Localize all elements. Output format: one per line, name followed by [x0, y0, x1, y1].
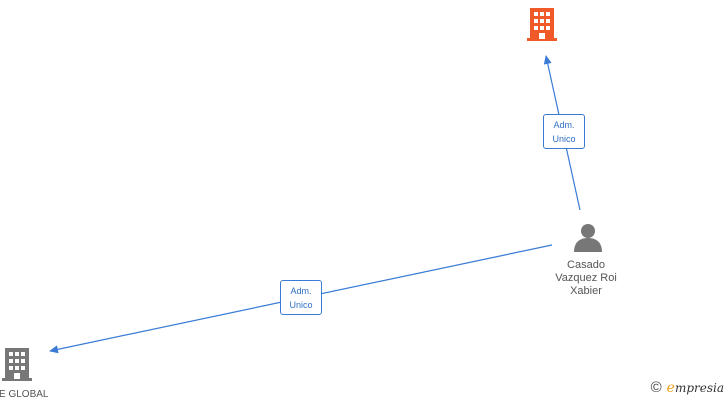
edge-label-admin-top[interactable]: Adm. Unico — [543, 114, 585, 149]
person-name-line: Xabier — [570, 285, 602, 297]
edge-label-admin-bottom[interactable]: Adm. Unico — [280, 280, 322, 315]
person-name[interactable]: Casado Vazquez Roi Xabier — [542, 259, 630, 298]
person-name-line: Casado — [567, 259, 605, 271]
person-name-line: Vazquez Roi — [555, 272, 617, 284]
building-icon[interactable] — [2, 348, 32, 381]
copyright-icon: © — [650, 379, 662, 396]
building-icon[interactable] — [527, 8, 557, 41]
person-icon[interactable] — [574, 224, 602, 252]
edge-label-line2: Unico — [289, 299, 313, 310]
edge-label-line1: Adm. — [290, 285, 312, 296]
watermark: © empresia — [651, 379, 724, 396]
edge-label-line2: Unico — [552, 133, 576, 144]
brand-logo: empresia — [666, 379, 724, 396]
edge-label-line1: Adm. — [553, 119, 575, 130]
company-name[interactable]: E GLOBAL — [0, 389, 49, 400]
